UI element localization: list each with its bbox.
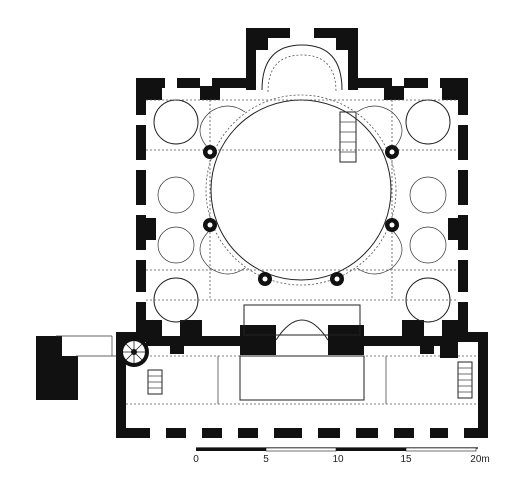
minaret [119,337,149,367]
columns [203,145,399,286]
window-openings [136,78,468,302]
central-dome [199,94,403,286]
portico [116,332,488,438]
scale-tick-10: 10 [332,454,344,465]
scale-tick-20m: 20m [470,454,489,465]
scale-tick-15: 15 [400,454,412,465]
arcade-lines [146,99,458,301]
portico-stairs [147,346,473,399]
annex-building [36,335,116,400]
minbar [339,111,357,163]
mihrab-apse [246,28,358,93]
entrance-wall [146,304,458,355]
scale-tick-5: 5 [263,454,269,465]
scale-bar: 0 5 10 15 20m [193,447,490,465]
corner-domes [153,99,451,323]
scale-tick-0: 0 [193,454,199,465]
